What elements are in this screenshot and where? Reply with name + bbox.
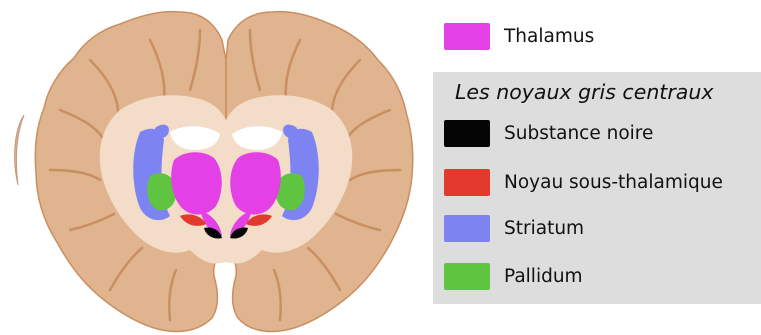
adjacent-section-edge xyxy=(15,115,24,185)
legend-label: Substance noire xyxy=(504,123,653,144)
legend-item-pallidum: Pallidum xyxy=(444,261,583,291)
basal-ganglia-legend: Les noyaux gris centraux Substance noire… xyxy=(433,72,761,304)
legend-item-substantia-nigra: Substance noire xyxy=(444,118,653,148)
legend-label: Noyau sous-thalamique xyxy=(504,172,723,193)
legend-swatch-thalamus xyxy=(444,23,490,50)
legend-swatch xyxy=(444,120,490,147)
legend-item-thalamus: Thalamus xyxy=(444,21,594,51)
brain-coronal-section xyxy=(0,0,440,335)
legend-swatch xyxy=(444,215,490,242)
legend-item-subthalamic-nucleus: Noyau sous-thalamique xyxy=(444,167,723,197)
legend-label-thalamus: Thalamus xyxy=(504,26,594,47)
legend-swatch xyxy=(444,169,490,196)
legend-group-title: Les noyaux gris centraux xyxy=(455,80,713,104)
legend-label: Striatum xyxy=(504,218,584,239)
legend-item-striatum: Striatum xyxy=(444,213,584,243)
legend-label: Pallidum xyxy=(504,266,583,287)
legend-swatch xyxy=(444,263,490,290)
